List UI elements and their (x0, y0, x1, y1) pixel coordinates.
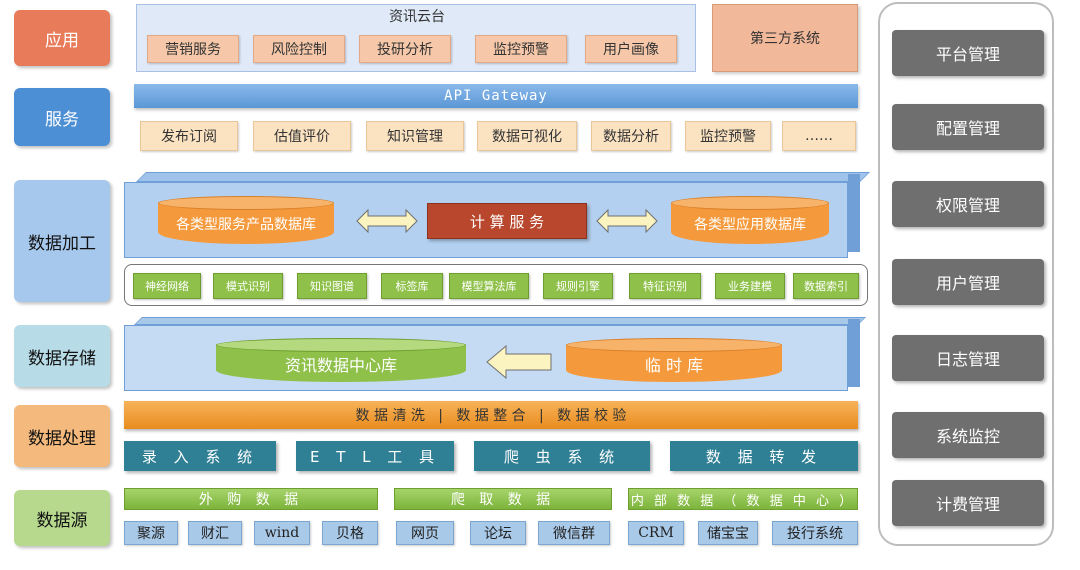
service-item: …… (782, 121, 856, 151)
storage-box-side (848, 319, 860, 387)
layer-label-processing: 数据加工 (14, 180, 110, 302)
etl-tool: E T L 工 具 (296, 441, 454, 471)
platform-management: 平台管理 (892, 30, 1044, 76)
double-arrow-icon (356, 208, 418, 234)
source-item: 贝格 (322, 521, 378, 545)
layer-label-storage: 数据存储 (14, 325, 110, 387)
config-management: 配置管理 (892, 104, 1044, 150)
double-arrow-icon (596, 208, 658, 234)
cloud-platform-title: 资讯云台 (389, 9, 445, 25)
service-item: 估值评价 (253, 121, 351, 151)
user-management: 用户管理 (892, 259, 1044, 305)
data-cleaning-bar: 数 据 清 洗 | 数 据 整 合 | 数 据 校 验 (124, 401, 858, 429)
source-item: CRM (628, 521, 684, 545)
source-item: 聚源 (124, 521, 178, 545)
algorithm-chip: 神经网络 (133, 273, 201, 299)
algorithm-chip: 业务建模 (715, 273, 785, 299)
layer-label-source: 数据源 (14, 490, 110, 546)
log-management: 日志管理 (892, 335, 1044, 381)
source-item: 论坛 (470, 521, 526, 545)
service-item: 数据可视化 (477, 121, 577, 151)
algorithm-chip-row: 神经网络 模式识别 知识图谱 标签库 模型算法库 规则引擎 特征识别 业务建模 … (124, 264, 868, 306)
algorithm-chip: 特征识别 (629, 273, 701, 299)
crawler-system: 爬 虫 系 统 (474, 441, 650, 471)
cloud-item: 营销服务 (147, 35, 239, 63)
algorithm-chip: 规则引擎 (543, 273, 613, 299)
cloud-item: 风险控制 (253, 35, 345, 63)
algorithm-chip: 模型算法库 (449, 273, 529, 299)
service-item: 发布订阅 (140, 121, 238, 151)
temporary-database: 临 时 库 (566, 338, 782, 382)
left-arrow-icon (486, 345, 552, 379)
info-data-center-database: 资讯数据中心库 (216, 338, 466, 382)
management-panel: 平台管理 配置管理 权限管理 用户管理 日志管理 系统监控 计费管理 (878, 2, 1054, 546)
api-gateway-bar: API Gateway (134, 84, 858, 108)
algorithm-chip: 数据索引 (793, 273, 859, 299)
input-system: 录 入 系 统 (124, 441, 276, 471)
source-group-purchased: 外 购 数 据 (124, 488, 378, 510)
compute-service: 计 算 服 务 (427, 203, 587, 239)
application-database: 各类型应用数据库 (671, 196, 829, 244)
source-item: wind (254, 521, 310, 545)
temporary-database-label: 临 时 库 (644, 356, 704, 375)
service-item: 数据分析 (591, 121, 671, 151)
billing-management: 计费管理 (892, 480, 1044, 526)
permission-management: 权限管理 (892, 181, 1044, 227)
storage-box-top (134, 317, 866, 325)
service-item: 监控预警 (685, 121, 771, 151)
processing-box-side (848, 174, 860, 252)
application-database-label: 各类型应用数据库 (694, 217, 806, 233)
algorithm-chip: 模式识别 (213, 273, 283, 299)
source-item: 投行系统 (772, 521, 858, 545)
info-data-center-database-label: 资讯数据中心库 (284, 356, 397, 375)
source-item: 网页 (396, 521, 454, 545)
service-product-database: 各类型服务产品数据库 (158, 196, 334, 244)
cloud-item: 投研分析 (359, 35, 451, 63)
source-group-crawled: 爬 取 数 据 (394, 488, 612, 510)
source-group-internal: 内 部 数 据 （ 数 据 中 心 ） (628, 488, 858, 510)
source-item: 财汇 (188, 521, 242, 545)
layer-label-app: 应用 (14, 10, 110, 66)
processing-box-top (136, 172, 870, 182)
data-forwarding: 数 据 转 发 (670, 441, 858, 471)
system-monitoring: 系统监控 (892, 412, 1044, 458)
service-item: 知识管理 (366, 121, 464, 151)
algorithm-chip: 标签库 (381, 273, 443, 299)
algorithm-chip: 知识图谱 (297, 273, 367, 299)
layer-label-handling: 数据处理 (14, 405, 110, 467)
cloud-item: 监控预警 (475, 35, 567, 63)
source-item: 储宝宝 (698, 521, 758, 545)
third-party-system: 第三方系统 (712, 4, 858, 72)
service-product-database-label: 各类型服务产品数据库 (176, 217, 316, 233)
layer-label-service: 服务 (14, 88, 110, 146)
cloud-item: 用户画像 (585, 35, 677, 63)
cloud-platform-panel: 资讯云台 营销服务 风险控制 投研分析 监控预警 用户画像 (136, 4, 696, 72)
source-item: 微信群 (538, 521, 610, 545)
